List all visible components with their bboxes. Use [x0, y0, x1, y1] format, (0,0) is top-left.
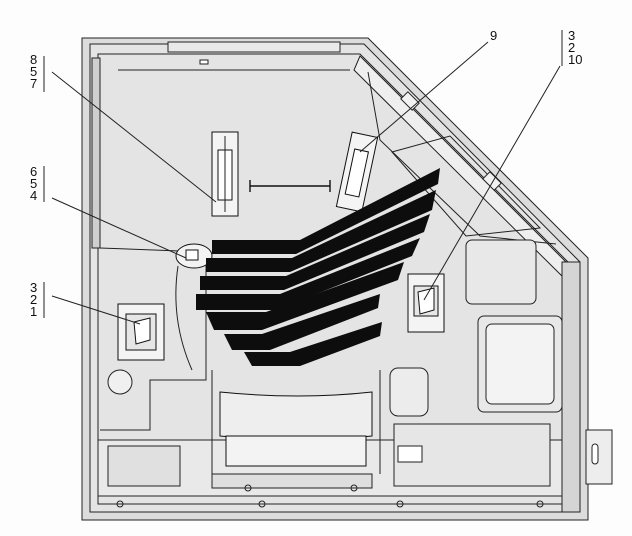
- chevron-stripe-4: [196, 238, 420, 310]
- bar-connector: [249, 180, 331, 192]
- right-mount-bracket: [585, 429, 613, 485]
- chevron-stripe-3: [200, 214, 430, 290]
- seat-base: [225, 435, 367, 467]
- item-3-2-10-pedal: [407, 273, 445, 333]
- callout-5b: 5: [30, 176, 37, 191]
- right-console-inset: [485, 323, 555, 405]
- chevron-emblem: [196, 168, 440, 366]
- callout-3a: 3: [30, 280, 37, 295]
- right-floor-box: [389, 367, 429, 417]
- callout-2a: 2: [30, 292, 37, 307]
- right-mount-slot: [591, 443, 599, 465]
- seat-back: [219, 391, 373, 441]
- item-9-bracket: [335, 131, 379, 213]
- callout-9: 9: [490, 28, 497, 43]
- chevron-stripe-5: [206, 262, 404, 330]
- leader-8-5-7: [51, 71, 217, 203]
- right-wall-column: [561, 261, 581, 513]
- callout-1: 1: [30, 304, 37, 319]
- chevron-stripe-7: [244, 322, 382, 366]
- chevron-stripe-6: [224, 294, 380, 350]
- left-floor-hatch: [107, 445, 181, 487]
- right-console-upper: [465, 239, 537, 305]
- diagonal-inner-panel: [391, 135, 542, 237]
- right-hatch-handle: [397, 445, 423, 463]
- top-rail: [167, 41, 341, 53]
- bottom-bolt-3: [396, 500, 404, 508]
- chevron-stripe-2: [206, 190, 436, 272]
- item-3-2-1-pedal: [117, 303, 165, 361]
- callout-3b: 3: [568, 28, 575, 43]
- chevron-stripe-1: [212, 168, 440, 254]
- leader-3-2-1: [51, 295, 141, 325]
- top-rail-slot: [199, 59, 209, 65]
- seat-rail: [211, 473, 373, 489]
- leader-6-5-4: [51, 197, 187, 259]
- bottom-bolt-2: [258, 500, 266, 508]
- bottom-bolt-1: [116, 500, 124, 508]
- rail-bolt-2: [350, 484, 358, 492]
- callout-7: 7: [30, 76, 37, 91]
- callout-5a: 5: [30, 64, 37, 79]
- left-pillar: [91, 57, 101, 249]
- leader-9: [359, 41, 489, 153]
- rail-bolt-1: [244, 484, 252, 492]
- callout-6: 6: [30, 164, 37, 179]
- callout-4: 4: [30, 188, 37, 203]
- item-6-5-4-clip: [175, 243, 213, 371]
- bottom-bolt-4: [536, 500, 544, 508]
- left-round-port: [107, 369, 133, 395]
- leader-3-2-10: [423, 65, 561, 301]
- callout-10: 10: [568, 52, 582, 67]
- item-8-5-7-bracket: [211, 131, 239, 217]
- callout-8: 8: [30, 52, 37, 67]
- callout-2b: 2: [568, 40, 575, 55]
